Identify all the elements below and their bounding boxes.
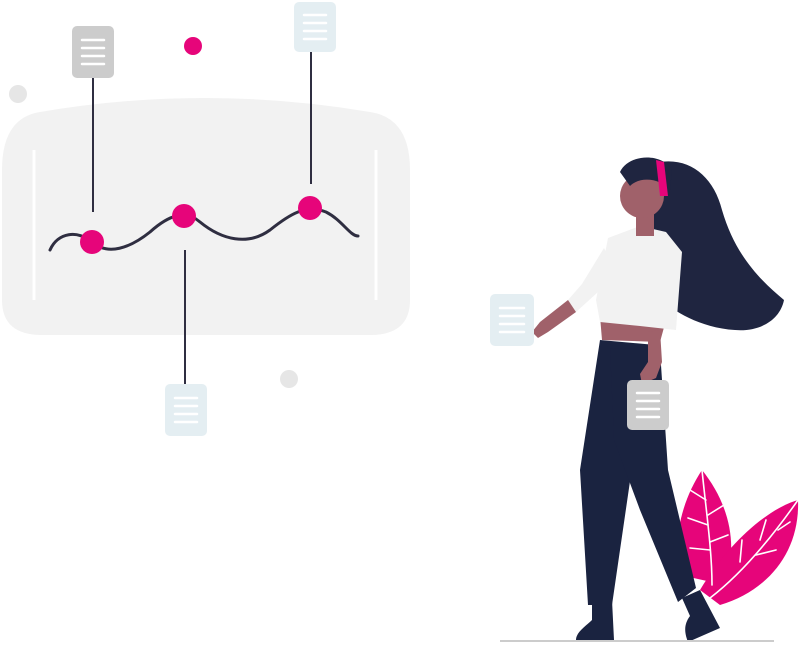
shoe-left [576, 600, 614, 640]
document-icon [627, 380, 669, 430]
decorative-dot-pink [184, 37, 202, 55]
shirt [596, 226, 682, 330]
headband [656, 160, 668, 196]
arm-left-sleeve [568, 248, 614, 312]
chart-panel-background [2, 98, 410, 335]
data-point [298, 196, 322, 220]
shoe-right [682, 590, 720, 642]
document-icon [165, 384, 207, 436]
decorative-dot-gray [9, 85, 27, 103]
chart-panel [2, 98, 410, 335]
data-point [80, 230, 104, 254]
data-point [172, 204, 196, 228]
neck [636, 214, 654, 236]
decorative-dot-gray [280, 370, 298, 388]
document-icon [490, 294, 534, 346]
document-icon [72, 26, 114, 78]
plant-leaf-right [700, 500, 799, 605]
arm-left [532, 300, 576, 338]
connector-lines [92, 50, 312, 384]
document-icon [294, 2, 336, 52]
plant-leaf-left [677, 470, 732, 585]
arm-right [640, 330, 662, 384]
plant [677, 469, 799, 605]
